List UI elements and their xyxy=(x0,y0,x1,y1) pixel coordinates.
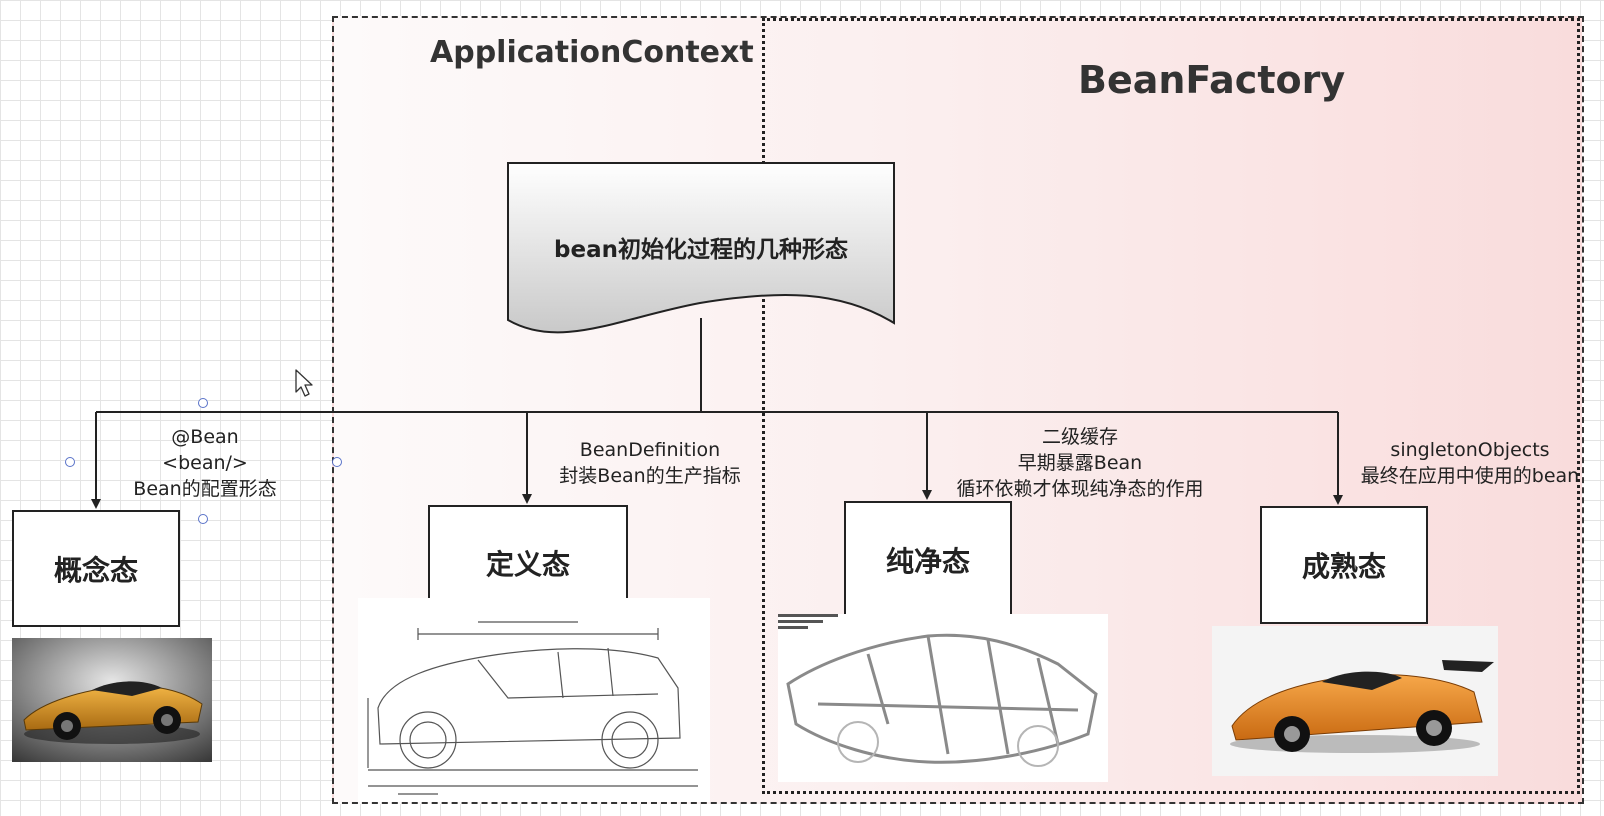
pure-state-box[interactable]: 纯净态 xyxy=(844,501,1012,619)
concept-car-image xyxy=(12,638,212,762)
selection-handle[interactable] xyxy=(332,457,342,467)
car-body-frame-image xyxy=(778,614,1108,782)
mature-state-note: singletonObjects 最终在应用中使用的bean xyxy=(1360,439,1580,487)
selection-handle[interactable] xyxy=(198,514,208,524)
selection-handle[interactable] xyxy=(65,457,75,467)
blueprint-car-sketch xyxy=(358,598,710,802)
bean-factory-title: BeanFactory xyxy=(1078,58,1346,102)
pure-state-note: 二级缓存 早期暴露Bean 循环依赖才体现纯净态的作用 xyxy=(956,426,1204,500)
root-node-label: bean初始化过程的几种形态 xyxy=(554,237,848,263)
application-context-title: ApplicationContext xyxy=(430,35,754,70)
concept-state-box[interactable]: 概念态 xyxy=(12,510,180,627)
concept-state-note: @Bean <bean/> Bean的配置形态 xyxy=(133,426,277,500)
mature-car-image xyxy=(1212,626,1498,776)
definition-state-note: BeanDefinition 封装Bean的生产指标 xyxy=(559,439,741,487)
bean-factory-region[interactable] xyxy=(762,18,1580,794)
selection-handle[interactable] xyxy=(198,398,208,408)
root-document-shape[interactable] xyxy=(507,162,895,334)
mouse-pointer-icon xyxy=(295,369,313,397)
connector-lines xyxy=(91,318,1343,509)
mature-state-box[interactable]: 成熟态 xyxy=(1260,506,1428,624)
